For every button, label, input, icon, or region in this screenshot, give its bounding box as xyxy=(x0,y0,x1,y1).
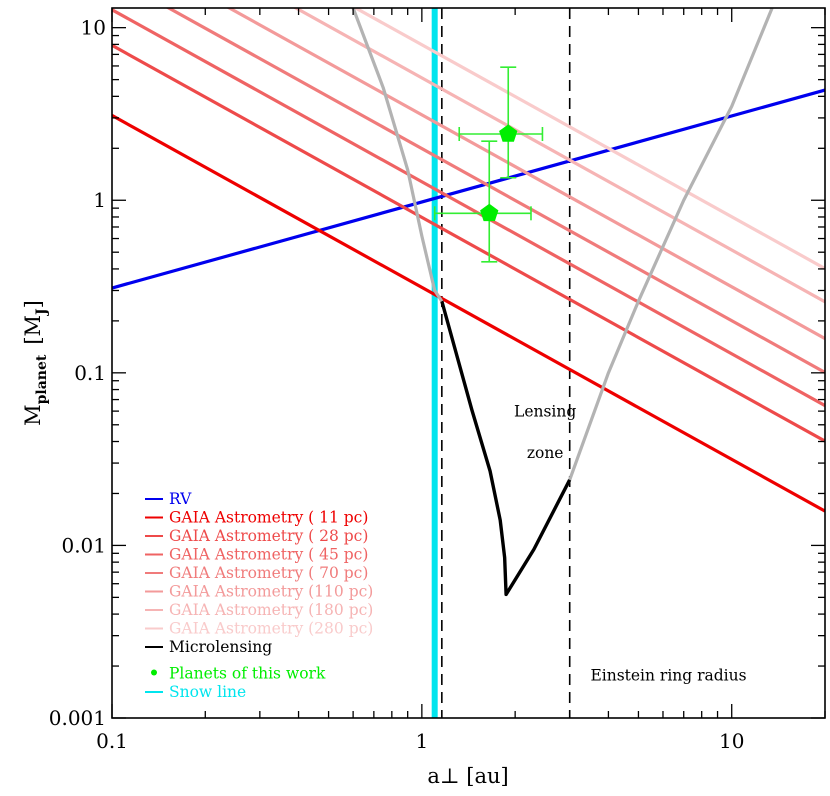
x-tick-label: 1 xyxy=(415,729,428,753)
series-line-lensing-boundary xyxy=(351,8,444,303)
y-tick-label: 0.01 xyxy=(61,533,106,557)
y-tick-label: 10 xyxy=(81,16,106,40)
plot-frame xyxy=(111,7,826,719)
y-axis-title-unit: [M xyxy=(21,315,45,345)
series-line-gaia-astrometry-110-pc xyxy=(226,8,825,340)
x-tick-label: 0.1 xyxy=(96,729,128,753)
y-tick-label: 0.001 xyxy=(49,706,106,730)
y-tick-label: 1 xyxy=(93,188,106,212)
legend-entry-gaia-astrometry-280-pc: GAIA Astrometry (280 pc) xyxy=(169,620,373,638)
y-axis-title-sub: planet xyxy=(34,354,50,404)
legend-entry-gaia-astrometry-45-pc: GAIA Astrometry ( 45 pc) xyxy=(169,546,368,564)
legend-entry-gaia-astrometry-180-pc: GAIA Astrometry (180 pc) xyxy=(169,601,373,619)
x-axis-title: a⊥ [au] xyxy=(427,764,508,788)
legend-entry-microlensing: Microlensing xyxy=(169,638,272,656)
y-axis-title-unit-close: ] xyxy=(21,300,45,308)
y-axis-title-unit-sub: J xyxy=(34,308,50,317)
planet-points xyxy=(433,66,544,263)
y-axis-title-main: M xyxy=(21,404,45,426)
series-line-gaia-astrometry-70-pc xyxy=(165,8,825,374)
series-line-lensing-boundary xyxy=(568,8,774,481)
y-axis-title: Mplanet [MJ] xyxy=(21,300,50,426)
y-tick-label: 0.1 xyxy=(74,361,106,385)
series-line-gaia-astrometry-28-pc xyxy=(112,43,825,443)
planet-marker xyxy=(480,203,499,222)
legend-entry-gaia-astrometry-70-pc: GAIA Astrometry ( 70 pc) xyxy=(169,564,368,582)
axis-ticks xyxy=(111,8,826,719)
tick-labels: 0.1 1 10 0.001 0.01 0.1 1 10 xyxy=(49,16,745,753)
series-line-gaia-astrometry-280-pc xyxy=(352,8,825,270)
annotation-zone: zone xyxy=(527,444,564,462)
series-line-microlensing xyxy=(440,300,572,597)
legend-entry-planets-of-this-work: Planets of this work xyxy=(169,665,326,683)
x-tick-label: 10 xyxy=(719,729,744,753)
legend-entry-gaia-astrometry-11-pc: GAIA Astrometry ( 11 pc) xyxy=(169,509,368,527)
plot-area xyxy=(112,8,825,718)
annotation-einstein-ring-radius: Einstein ring radius xyxy=(590,666,746,684)
legend-entry-rv: RV xyxy=(169,490,192,508)
series-line-gaia-astrometry-45-pc xyxy=(112,8,825,407)
series-line-gaia-astrometry-180-pc xyxy=(292,8,825,304)
series-line-gaia-astrometry-11-pc xyxy=(112,114,825,513)
legend-entry-snow-line: Snow line xyxy=(169,683,246,701)
legend-swatch xyxy=(151,669,157,676)
series-line-rv xyxy=(112,88,825,290)
legend-entry-gaia-astrometry-110-pc: GAIA Astrometry (110 pc) xyxy=(169,583,373,601)
legend-entry-gaia-astrometry-28-pc: GAIA Astrometry ( 28 pc) xyxy=(169,527,368,545)
annotation-lensing: Lensing xyxy=(514,402,576,420)
planet-marker xyxy=(499,124,518,142)
series-lines xyxy=(112,8,825,597)
